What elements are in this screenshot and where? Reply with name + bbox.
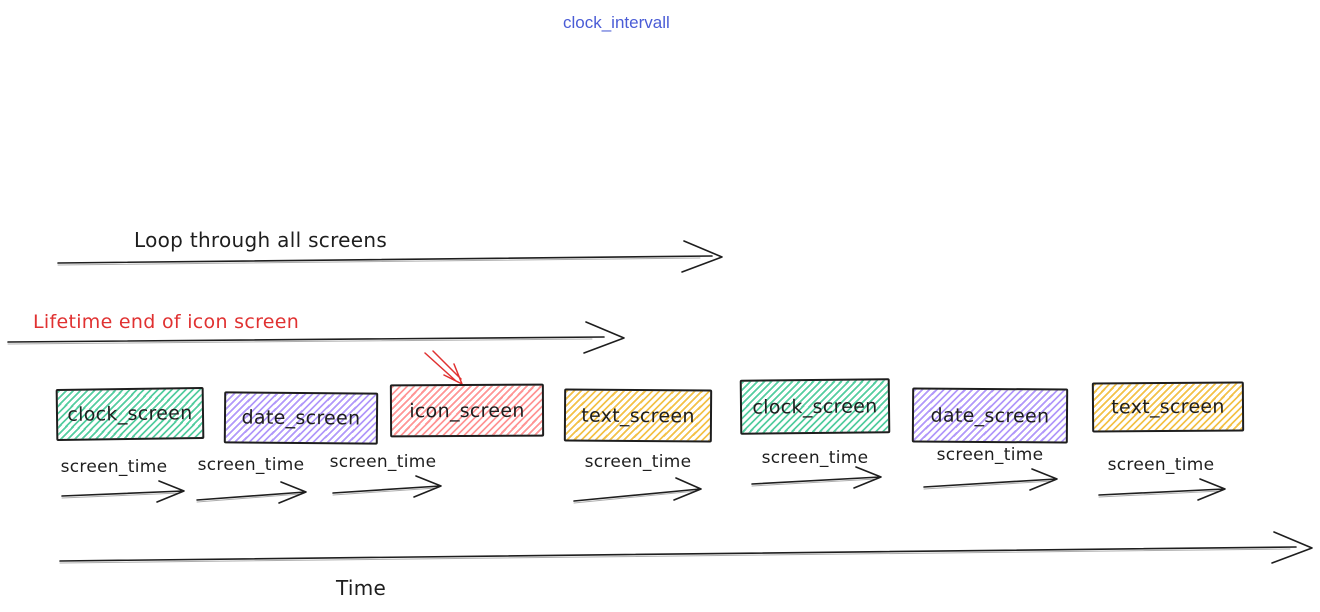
screen-box-clock-2: clock_screen [739, 378, 891, 435]
screen-time-arrow [332, 475, 442, 498]
screen-box-label: date_screen [241, 406, 361, 430]
screen-time-label: screen_time [761, 448, 869, 468]
screen-time-label: screen_time [936, 445, 1044, 465]
screen-time-arrow [61, 480, 185, 503]
screen-box-label: date_screen [930, 404, 1050, 427]
screen-box-icon: icon_screen [389, 383, 545, 438]
screen-box-date-1: date_screen [223, 391, 379, 445]
icon-pointer-arrow [424, 350, 463, 385]
screen-time-label: screen_time [329, 452, 437, 472]
screen-box-clock-1: clock_screen [55, 386, 205, 442]
screen-time-arrow [573, 477, 702, 504]
screen-box-date-2: date_screen [911, 387, 1069, 444]
screen-box-label: clock_screen [752, 394, 878, 419]
screen-box-text-2: text_screen [1091, 381, 1245, 433]
screen-time-label: screen_time [1107, 455, 1215, 475]
screen-box-label: icon_screen [409, 399, 525, 422]
screen-box-text-1: text_screen [563, 388, 713, 443]
screen-time-label: screen_time [60, 457, 168, 477]
time-axis-label: Time [336, 576, 387, 600]
diagram-title: clock_intervall [563, 13, 670, 32]
screen-time-arrow [1098, 478, 1226, 501]
time-axis-arrow [59, 531, 1313, 564]
screen-box-label: text_screen [581, 404, 695, 427]
screen-time-arrow [923, 468, 1058, 491]
screen-box-label: text_screen [1111, 395, 1225, 419]
lifetime-arrow-label: Lifetime end of icon screen [33, 311, 300, 333]
screen-time-label: screen_time [197, 455, 305, 475]
screen-time-arrow [751, 466, 882, 489]
screen-time-label: screen_time [584, 452, 692, 472]
screen-box-label: clock_screen [67, 402, 193, 426]
loop-arrow-label: Loop through all screens [134, 228, 388, 252]
screen-time-arrow [196, 481, 307, 504]
